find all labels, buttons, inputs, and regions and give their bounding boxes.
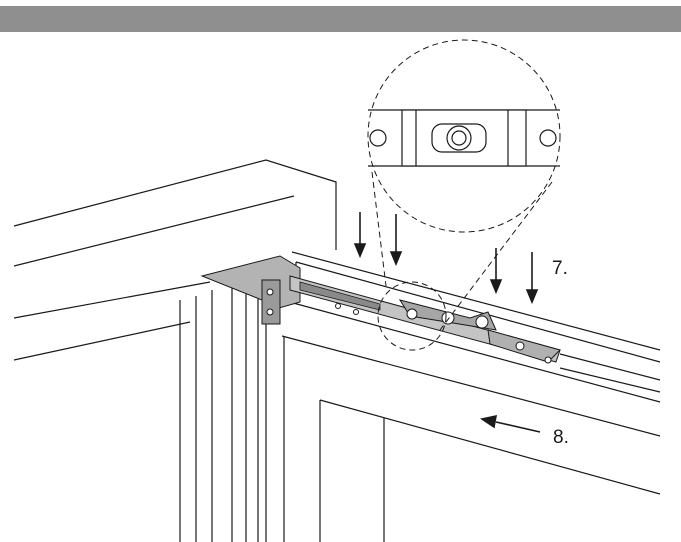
arrow-left-icon [479, 414, 541, 433]
step-8-label: 8. [553, 427, 569, 448]
header-bar [0, 6, 681, 32]
sash-top-rail [281, 251, 661, 542]
step-7-label: 7. [552, 258, 568, 279]
arrow-down-icon [353, 212, 539, 305]
detail-zoom-circle [367, 39, 561, 351]
detail-zoom-content [368, 109, 560, 167]
outer-frame [13, 159, 337, 542]
hardware-fitting [200, 255, 561, 364]
